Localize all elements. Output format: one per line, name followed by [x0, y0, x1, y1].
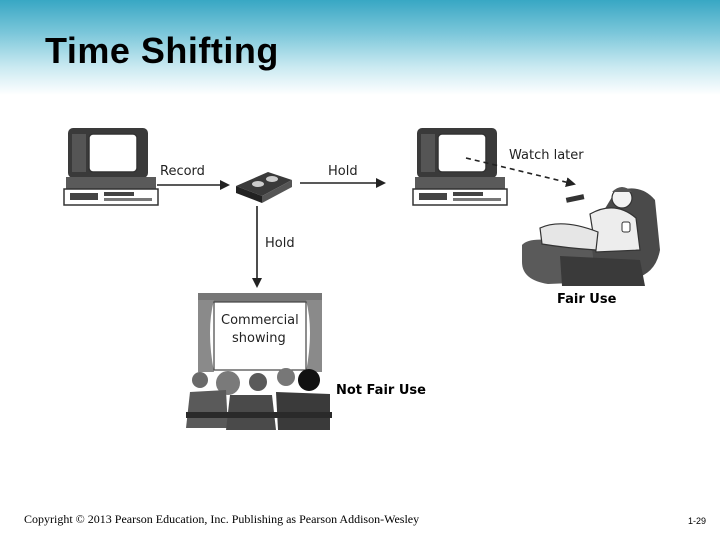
page-number: 1-29	[688, 516, 707, 526]
copyright-text: Copyright © 2013 Pearson Education, Inc.…	[24, 512, 420, 526]
videotape-icon	[236, 172, 292, 203]
watch-later-label: Watch later	[509, 148, 584, 163]
tv-vcr-left-icon	[63, 128, 159, 206]
tv-vcr-right-icon	[412, 128, 508, 206]
person-recliner-icon	[522, 187, 660, 286]
fair-use-label: Fair Use	[557, 292, 617, 307]
hold-down-label: Hold	[265, 236, 295, 251]
header-band	[0, 0, 720, 95]
record-label: Record	[160, 164, 205, 179]
not-fair-use-label: Not Fair Use	[336, 383, 426, 398]
audience-icon	[186, 368, 332, 430]
slide-title: Time Shifting	[45, 30, 279, 71]
screen-text-line1: Commercial	[221, 313, 299, 328]
screen-text-line2: showing	[232, 331, 286, 346]
hold-right-label: Hold	[328, 164, 358, 179]
watch-later-arrow	[465, 157, 576, 187]
theater-screen-icon	[198, 293, 322, 372]
